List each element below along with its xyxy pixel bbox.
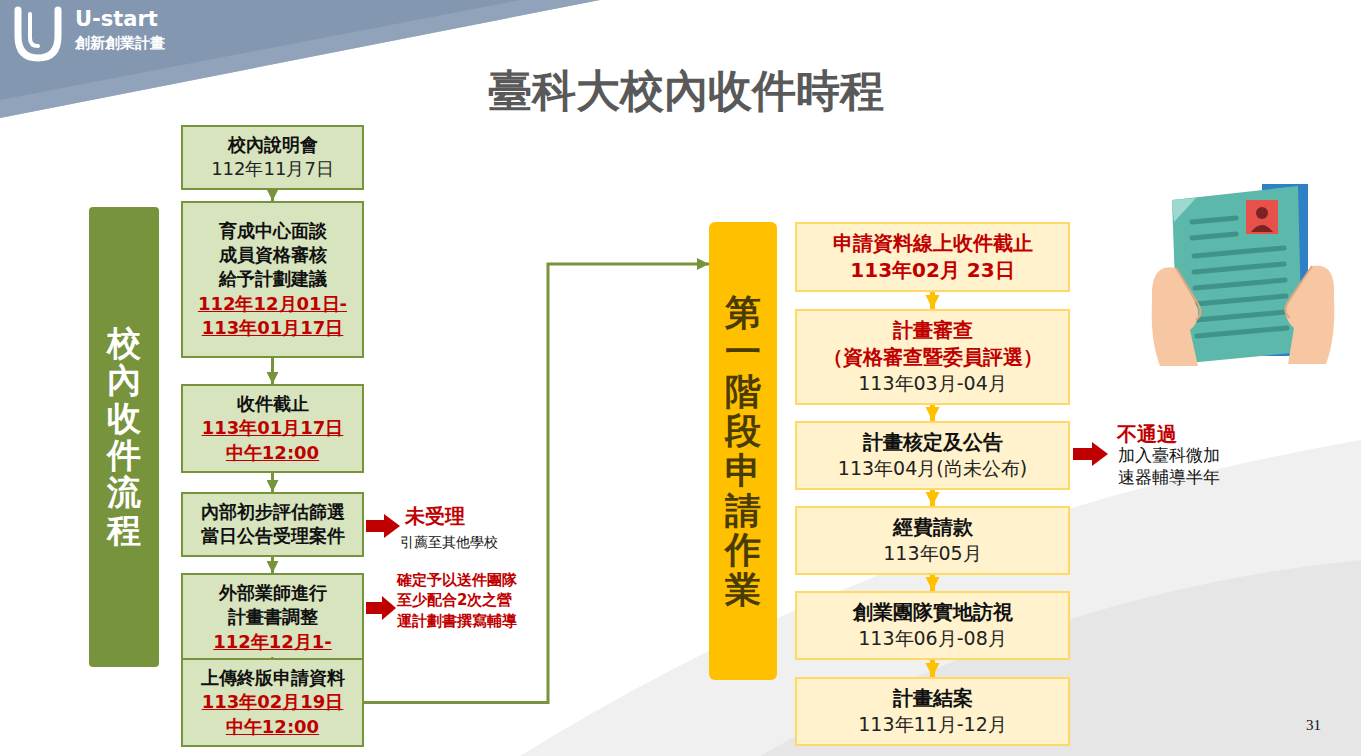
box-heading: 內部初步評估篩選 當日公告受理案件 (191, 500, 354, 549)
box-heading: 創業團隊實地訪視 (853, 599, 1013, 626)
box-detail: 113年04月(尚未公布) (838, 456, 1027, 482)
logo-name: U-start (75, 6, 195, 33)
process-box: 計畫審查（資格審查暨委員評選）113年03月-04月 (795, 309, 1070, 405)
box-detail: 113年03月-04月 (858, 371, 1006, 397)
process-box: 經費請款113年05月 (795, 506, 1070, 575)
stage-band: 校內收件流程 (89, 207, 159, 667)
box-detail: 113年02月19日 中午12:00 (191, 690, 354, 739)
flow-connector (271, 190, 274, 201)
process-box: 創業團隊實地訪視113年06月-08月 (795, 591, 1070, 660)
band-label: 第一階段 申請作業 (725, 293, 761, 610)
flow-connector (930, 405, 935, 421)
box-heading: 計畫結案 (893, 685, 973, 712)
flow-connector (271, 473, 274, 492)
process-box: 內部初步評估篩選 當日公告受理案件 (181, 492, 364, 557)
box-heading: 收件截止 (237, 392, 309, 416)
flow-connector (930, 575, 935, 591)
box-detail: 113年01月17日 中午12:00 (191, 416, 354, 465)
flow-connector (930, 660, 935, 677)
box-detail: 112年12月01日- 113年01月17日 (191, 292, 354, 341)
logo-mark-inner (30, 14, 38, 46)
page-number: 31 (1306, 716, 1346, 736)
box-detail: 113年02月 23日 (850, 257, 1014, 284)
callout-heading: 不通過 (1117, 421, 1217, 447)
stage-band: 第一階段 申請作業 (709, 222, 777, 680)
flow-connector (930, 292, 935, 309)
box-detail: （資格審查暨委員評選） (823, 344, 1043, 371)
process-box: 計畫結案113年11月-12月 (795, 677, 1070, 746)
box-heading: 外部業師進行 計畫書調整 (191, 581, 354, 630)
callout-note: 確定予以送件團隊 至少配合2次之營 運計劃書撰寫輔導 (397, 570, 567, 631)
flow-connector (364, 264, 709, 702)
process-box: 校內說明會112年11月7日 (181, 125, 364, 190)
box-detail: 112年11月7日 (211, 157, 334, 181)
box-heading: 申請資料線上收件截止 (833, 230, 1033, 257)
flow-connector (271, 358, 274, 384)
logo-mark (18, 10, 58, 58)
box-heading: 育成中心面談 成員資格審核 給予計劃建議 (191, 219, 354, 292)
process-box: 計畫核定及公告113年04月(尚未公布) (795, 421, 1070, 490)
callout-note: 引薦至其他學校 (400, 533, 550, 551)
background-wave (760, 560, 1361, 756)
box-heading: 計畫審查 (893, 317, 973, 344)
callout-heading: 未受理 (405, 503, 495, 529)
box-heading: 上傳終版申請資料 (201, 666, 345, 690)
logo-subtitle: 創新創業計畫 (75, 34, 215, 54)
process-box: 上傳終版申請資料113年02月19日 中午12:00 (181, 658, 364, 747)
box-heading: 計畫核定及公告 (863, 429, 1003, 456)
flow-connector (930, 490, 935, 506)
band-label: 校內收件流程 (107, 325, 141, 549)
page-title: 臺科大校內收件時程 (380, 62, 992, 121)
callout-note: 加入臺科微加 速器輔導半年 (1118, 444, 1268, 488)
box-detail: 113年05月 (883, 541, 981, 567)
process-box: 育成中心面談 成員資格審核 給予計劃建議112年12月01日- 113年01月1… (181, 201, 364, 358)
process-box: 收件截止113年01月17日 中午12:00 (181, 384, 364, 473)
flow-connector (271, 557, 274, 573)
box-detail: 113年06月-08月 (858, 626, 1006, 652)
document-illustration (1152, 184, 1335, 366)
box-heading: 校內說明會 (228, 133, 318, 157)
process-box: 申請資料線上收件截止113年02月 23日 (795, 222, 1070, 292)
box-detail: 113年11月-12月 (858, 712, 1006, 738)
box-heading: 經費請款 (893, 514, 973, 541)
